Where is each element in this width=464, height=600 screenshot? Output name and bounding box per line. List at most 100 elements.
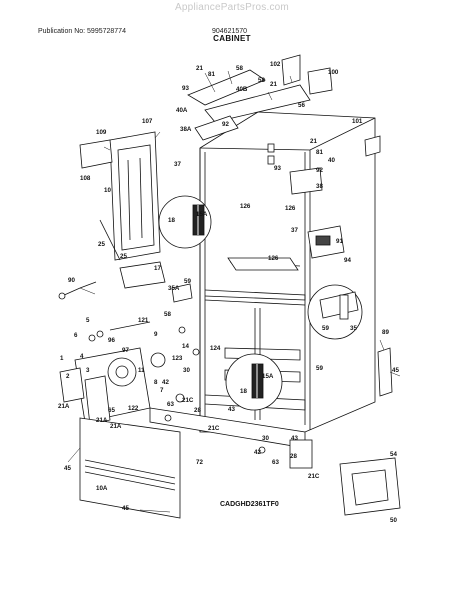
- site-watermark: AppliancePartsPros.com: [175, 2, 289, 13]
- callout-94: 94: [344, 257, 351, 264]
- model-code: 904621570: [212, 28, 248, 35]
- screw-parts: [88, 326, 200, 422]
- sensor-wire-part-90: [58, 281, 97, 300]
- section-title: CABINET: [213, 34, 251, 43]
- callout-81: 81: [208, 71, 215, 78]
- callout-28-b: 28: [290, 453, 297, 460]
- callout-21c-c: 21C: [308, 473, 320, 480]
- callout-93-b: 93: [274, 165, 281, 172]
- callout-10a: 10A: [96, 485, 108, 492]
- detail-circle-right: [307, 284, 363, 340]
- leader-lines: [67, 70, 401, 513]
- callout-42-b: 42: [254, 449, 261, 456]
- callout-4: 4: [80, 353, 84, 360]
- callout-54: 54: [390, 451, 397, 458]
- callout-14: 14: [182, 343, 189, 350]
- callout-21a: 21A: [58, 403, 70, 410]
- callout-30: 30: [183, 367, 190, 374]
- callout-10: 10: [104, 187, 111, 194]
- control-module: [307, 225, 345, 259]
- callout-58-c: 58: [164, 311, 171, 318]
- callout-35a: 35A: [168, 285, 180, 292]
- callout-40: 40: [328, 157, 335, 164]
- callout-58: 58: [236, 65, 243, 72]
- callout-8: 8: [154, 379, 158, 386]
- callout-56: 56: [298, 102, 305, 109]
- detail-circle-left: [158, 195, 212, 249]
- callout-21: 21: [196, 65, 203, 72]
- callout-38a: 38A: [180, 126, 192, 133]
- callout-97: 97: [122, 347, 129, 354]
- callout-89: 89: [382, 329, 389, 336]
- callout-3: 3: [86, 367, 90, 374]
- callout-21-c: 21: [310, 138, 317, 145]
- callout-93: 93: [182, 85, 189, 92]
- callout-1: 1: [60, 355, 64, 362]
- callout-43-b: 43: [291, 435, 298, 442]
- callout-81-b: 81: [316, 149, 323, 156]
- left-air-duct: [79, 131, 166, 289]
- callout-7: 7: [160, 387, 164, 394]
- callout-2: 2: [66, 373, 70, 380]
- callout-72: 72: [196, 459, 203, 466]
- callout-92-b: 92: [316, 167, 323, 174]
- callout-96: 96: [108, 337, 115, 344]
- callout-65: 65: [108, 407, 115, 414]
- right-side-panel-parts: [175, 347, 401, 516]
- callout-21-b: 21: [270, 81, 277, 88]
- callout-63-b: 63: [272, 459, 279, 466]
- callout-38: 38: [316, 183, 323, 190]
- callout-5: 5: [86, 317, 90, 324]
- callout-124: 124: [210, 345, 221, 352]
- callout-92: 92: [222, 121, 229, 128]
- callout-109: 109: [96, 129, 107, 136]
- hinge-bracket-left: [171, 283, 193, 303]
- callout-42: 42: [162, 379, 169, 386]
- bottom-grille-panel: [79, 417, 181, 519]
- callout-6: 6: [74, 332, 78, 339]
- drawing-code: CADGHD2361TF0: [220, 501, 279, 508]
- callout-18: 18: [168, 217, 175, 224]
- callout-101: 101: [352, 118, 363, 125]
- callout-45-c: 45: [122, 505, 129, 512]
- callout-35: 35: [350, 325, 357, 332]
- callout-121: 121: [138, 317, 149, 324]
- evaporator-fan-assembly: [59, 321, 166, 426]
- callout-30-b: 30: [262, 435, 269, 442]
- callout-100: 100: [328, 69, 339, 76]
- callout-21a-b: 21A: [96, 417, 108, 424]
- callout-59-c: 59: [316, 365, 323, 372]
- publication-number: Publication No: 5995728774: [38, 28, 126, 35]
- callout-17: 17: [154, 265, 161, 272]
- callout-40b: 40B: [236, 86, 248, 93]
- callout-126-b: 126: [285, 205, 296, 212]
- callout-59-b: 59: [322, 325, 329, 332]
- callout-18-b: 18: [240, 388, 247, 395]
- callout-15a-b: 15A: [262, 373, 274, 380]
- callout-108: 108: [80, 175, 91, 182]
- callout-123: 123: [172, 355, 183, 362]
- callout-9: 9: [154, 331, 158, 338]
- callout-59: 59: [184, 278, 191, 285]
- callout-122: 122: [128, 405, 139, 412]
- callout-50: 50: [390, 517, 397, 524]
- callout-91: 91: [336, 238, 343, 245]
- callout-21c-b: 21C: [208, 425, 220, 432]
- callout-58-b: 58: [258, 77, 265, 84]
- callout-45-b: 45: [64, 465, 71, 472]
- callout-28: 28: [194, 407, 201, 414]
- callout-11: 11: [138, 367, 145, 374]
- callout-107: 107: [142, 118, 153, 125]
- callout-90: 90: [68, 277, 75, 284]
- callout-102: 102: [270, 61, 281, 68]
- callout-21c: 21C: [182, 397, 194, 404]
- detail-circle-lower: [225, 353, 283, 411]
- callout-25-b: 25: [120, 253, 127, 260]
- callout-43: 43: [228, 406, 235, 413]
- callout-40a: 40A: [176, 107, 188, 114]
- callout-45: 45: [392, 367, 399, 374]
- callout-126: 126: [240, 203, 251, 210]
- callout-15a: 15A: [196, 211, 208, 218]
- top-cover-parts: [187, 54, 381, 195]
